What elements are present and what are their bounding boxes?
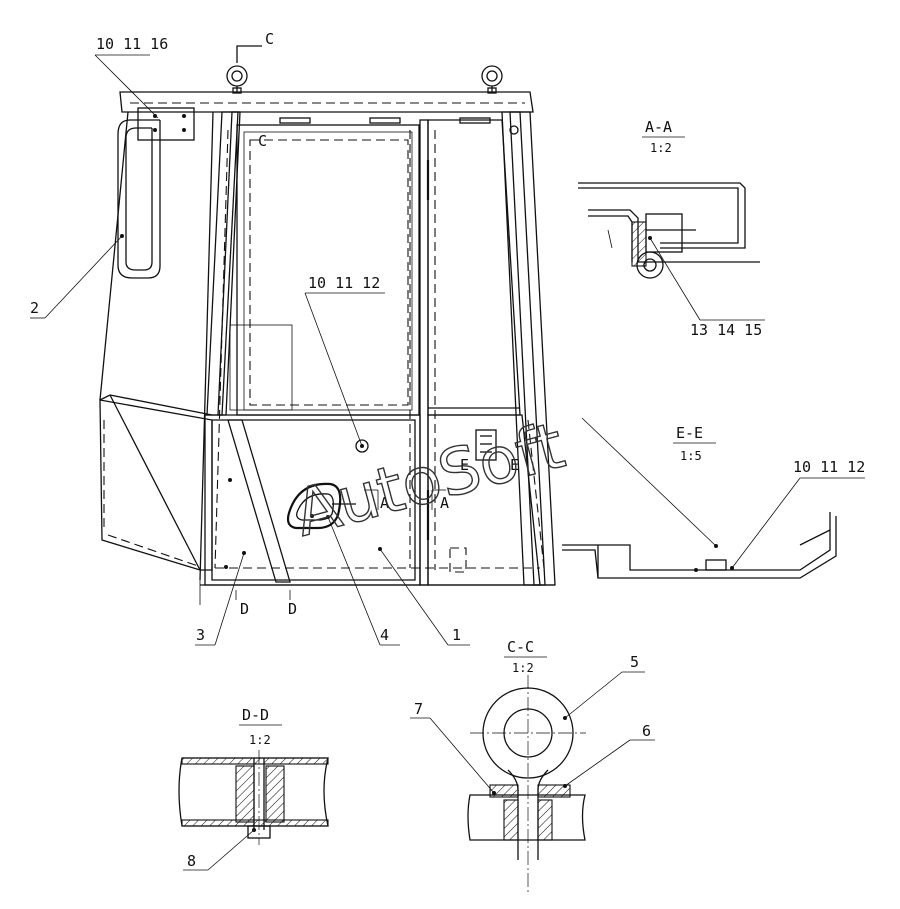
callout-10-11-12-door: 10 11 12: [308, 274, 380, 292]
callout-13-14-15: 13 14 15: [690, 321, 762, 339]
callout-2: 2: [30, 299, 39, 317]
lifting-eye-icon: [481, 65, 503, 94]
section-dd-title: D-D: [242, 706, 269, 724]
section-mark-c-inner: C: [258, 132, 267, 150]
section-mark-a1: A: [380, 494, 389, 512]
callout-6: 6: [642, 722, 651, 740]
lifting-eye-icon: [226, 65, 248, 94]
door-handle: [286, 482, 356, 530]
section-mark-d2: D: [288, 600, 297, 618]
section-mark-e2: E: [510, 456, 519, 474]
section-aa-title: A-A: [645, 118, 672, 136]
section-ee: E-E 1:5: [562, 417, 865, 579]
callout-1: 1: [452, 626, 461, 644]
section-cc: C-C 1:2: [410, 638, 655, 895]
callout-4: 4: [380, 626, 389, 644]
section-aa-scale: 1:2: [650, 141, 672, 155]
section-mark-e1: E: [460, 456, 469, 474]
cab-main-view: [99, 45, 556, 605]
section-aa: A-A 1:2: [578, 118, 765, 321]
callout-8: 8: [187, 852, 196, 870]
callout-10-11-16: 10 11 16: [96, 35, 168, 53]
section-mark-c-top: C: [265, 30, 274, 48]
section-ee-title: E-E: [676, 424, 703, 442]
callout-7: 7: [414, 700, 423, 718]
section-dd: D-D 1:2: [178, 706, 329, 871]
section-mark-d1: D: [240, 600, 249, 618]
section-ee-scale: 1:5: [680, 449, 702, 463]
watermark: AutoSoft: [287, 409, 572, 552]
section-cc-scale: 1:2: [512, 661, 534, 675]
leader-lines: [30, 54, 470, 646]
callout-3: 3: [196, 626, 205, 644]
section-cc-title: C-C: [507, 638, 534, 656]
section-dd-scale: 1:2: [249, 733, 271, 747]
callout-5: 5: [630, 653, 639, 671]
section-mark-a2: A: [440, 494, 449, 512]
callout-10-11-12-ee: 10 11 12: [793, 458, 865, 476]
